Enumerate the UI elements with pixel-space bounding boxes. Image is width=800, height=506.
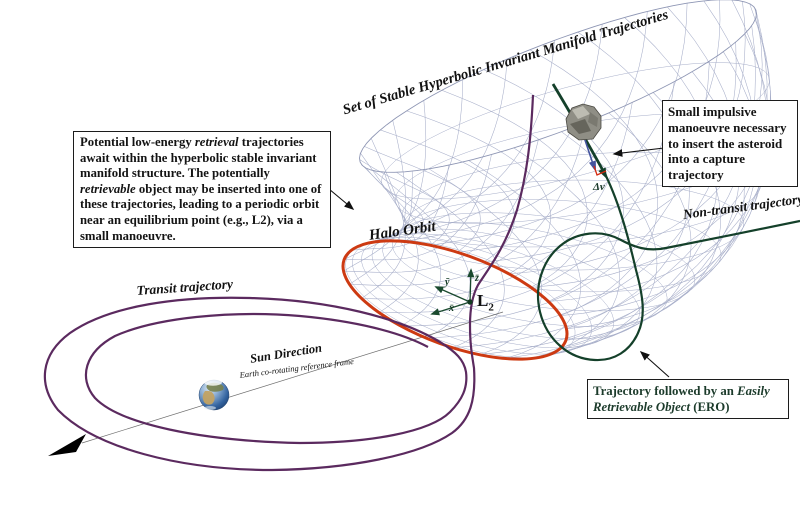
mesh-line [457,0,721,253]
ero-note-box: Trajectory followed by an Easily Retriev… [587,379,789,419]
mesh-line [373,170,471,339]
ero-trajectory-path [536,175,800,362]
mesh-line [349,122,587,286]
l2-label: L2 [477,291,494,313]
mesh-line [406,110,551,275]
y-axis-arrow [434,286,471,303]
sun-direction-axis [48,311,504,456]
mesh-line [359,0,757,173]
mesh-line [402,179,745,271]
retrieval-note-text: Potential low-energy [80,135,195,149]
earth-image [198,379,230,411]
l2-subscript: 2 [488,301,494,314]
mesh-line [352,237,592,355]
mesh-line [545,0,758,357]
retrieval-note-arrow [328,188,355,210]
mesh-line [428,168,542,355]
impulse-note-arrow [612,147,665,157]
mesh-line [545,131,658,357]
retrieval-note-box: Potential low-energy retrieval trajector… [73,131,331,249]
retrieval-note-text: object may be inserted into one of these… [80,181,322,243]
mesh-line [382,221,668,327]
halo-orbit-ellipse [341,239,569,361]
retrieval-note-text: trajectories await within the hyperbolic… [80,135,317,181]
mesh-line [344,154,492,261]
mesh-line [508,7,763,275]
mesh-line [441,90,588,288]
mesh-line [483,69,624,302]
mesh-line [382,24,603,242]
callout-arrows [328,147,670,378]
capture-direction-arrowhead [598,167,607,179]
mesh-line [399,199,722,293]
retrieval-note-italic: retrieval [194,135,239,149]
asteroid-image [565,103,602,141]
mesh-line [513,147,620,360]
z-axis-label: z̄ [475,273,479,284]
mesh-line [396,172,505,349]
l2-axes [430,268,475,316]
mesh-line [566,31,690,330]
velocity-arrowhead [589,160,596,172]
mesh-line [364,146,481,253]
delta-v-angle-mark [593,165,607,176]
transit-trajectory-path [43,94,535,472]
mesh-line [345,239,576,358]
ero-note-arrow [639,351,670,378]
sun-direction-arrowhead [48,434,86,456]
ero-note-text: Trajectory followed by an [593,384,738,398]
mesh-line [361,233,615,349]
z-axis-arrow [467,268,475,303]
l2-point [467,299,473,305]
retrieval-note-italic: retrievable [80,181,136,196]
l2-letter: L [477,291,489,310]
impulse-note-text: Small impulsive manoeuvre necessary to i… [668,104,787,183]
x-axis-arrow [430,301,471,316]
impulse-note-box: Small impulsive manoeuvre necessary to i… [662,100,798,187]
ero-note-text: (ERO) [690,400,730,414]
mesh-line [361,164,442,327]
sun-direction-line [81,311,504,444]
x-axis-label: x̄ [449,303,454,314]
mesh-line [380,129,515,263]
mesh-line [530,18,771,288]
mesh-line [343,139,539,273]
delta-v-label: Δv [593,181,605,193]
mesh-line [379,81,675,313]
y-axis-label: ȳ [445,277,450,288]
mesh-line [529,49,658,316]
mesh-line [404,11,648,242]
mesh-line [371,228,640,340]
ero-note-italic: Easily Retrievable Object [593,384,770,414]
